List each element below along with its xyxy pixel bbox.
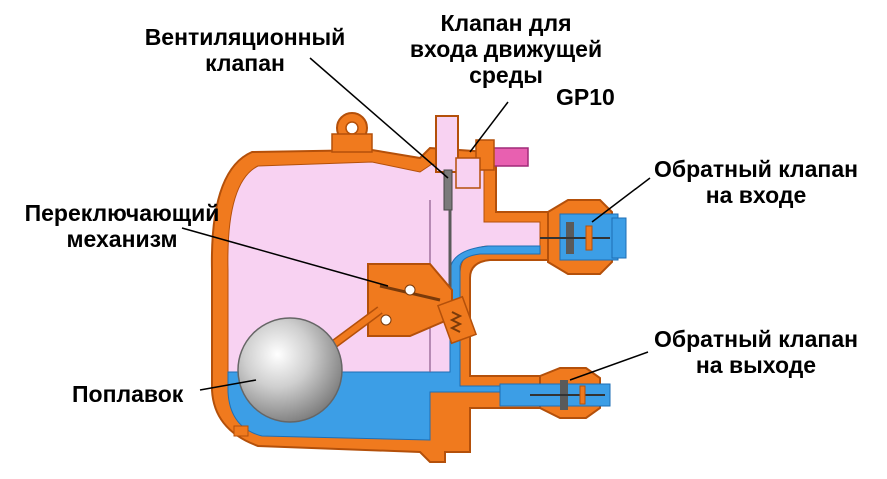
leader-motive-inlet [469,101,509,153]
leader-outlet-check [569,351,649,381]
motive-inlet-pipe [475,139,529,171]
leader-lines [181,57,651,391]
label-motive-inlet-line3: среды [469,62,543,88]
leader-inlet-check [591,177,651,223]
label-motive-inlet: Клапан для входа движущей среды [388,10,624,88]
float-ball [237,317,343,423]
label-inlet-check-line1: Обратный клапан [653,156,859,182]
lifting-eye [331,112,373,153]
leader-float [199,379,257,391]
label-float: Поплавок [72,381,184,407]
valve-head-tower [435,115,481,290]
label-motive-inlet-line1: Клапан для [440,10,572,36]
label-outlet-check-line1: Обратный клапан [653,326,859,352]
label-motive-inlet-line2: входа движущей [409,36,603,62]
label-vent-valve-line2: клапан [205,50,285,76]
label-outlet-check-line2: на выходе [695,352,817,378]
leader-switch-mechanism [181,227,389,287]
inlet-check-valve [540,199,627,275]
label-switch-mechanism: Переключающий механизм [4,200,240,252]
label-outlet-check: Обратный клапан на выходе [636,326,876,378]
label-vent-valve: Вентиляционный клапан [125,24,365,76]
outlet-check-valve [499,367,611,419]
label-switch-mechanism-line2: механизм [66,226,178,252]
label-inlet-check: Обратный клапан на входе [636,156,876,208]
foot-left [233,425,249,437]
leader-vent-valve [309,57,449,179]
label-model: GP10 [556,84,615,110]
label-vent-valve-line1: Вентиляционный [144,24,346,50]
label-switch-mechanism-line1: Переключающий [24,200,220,226]
label-inlet-check-line2: на входе [705,182,807,208]
switching-mechanism [367,263,478,345]
